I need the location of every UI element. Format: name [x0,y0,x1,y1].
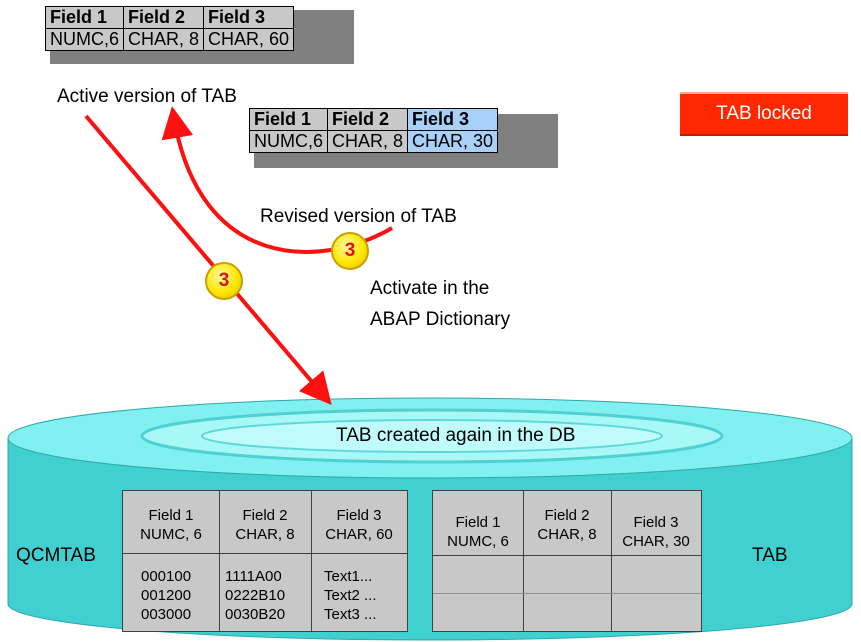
active-field2-type: CHAR, 8 [123,28,205,51]
qcmtab-type2: CHAR, 8 [235,526,295,543]
qcmtab-row2-col3: Text2 ... [324,587,377,604]
active-field1-type: NUMC,6 [44,28,125,51]
activate-line2: ABAP Dictionary [370,309,511,330]
revised-version-table: Field 1 Field 2 Field 3 NUMC,6 CHAR, 8 C… [248,108,499,153]
revised-field2-type: CHAR, 8 [327,130,409,153]
active-field3-type: CHAR, 60 [203,28,295,51]
qcmtab-row1-col3: Text1... [324,568,373,585]
qcmtab-field3: Field 3 [336,507,382,524]
step-badge-3-left: 3 [205,262,243,300]
step-badge-3-right: 3 [331,232,369,270]
revised-field2-header: Field 2 [327,108,409,131]
tab-locked-badge: TAB locked [680,92,848,136]
active-field3-header: Field 3 [203,6,295,29]
qcmtab-row2-col1: 001200 [141,587,192,604]
revised-version-caption: Revised version of TAB [260,206,457,227]
tab-field1: Field 1 [455,514,501,531]
revised-field1-type: NUMC,6 [248,130,329,153]
qcmtab-row3-col3: Text3 ... [324,606,377,623]
tab-type1: NUMC, 6 [447,533,509,550]
qcmtab-table: Field 1 NUMC, 6 Field 2 CHAR, 8 Field 3 … [122,490,408,632]
qcmtab-label: QCMTAB [16,545,96,566]
qcmtab-type1: NUMC, 6 [140,526,202,543]
tab-type3: CHAR, 30 [622,533,690,550]
tab-field2: Field 2 [544,507,590,524]
activate-line1: Activate in the [370,278,490,299]
active-version-caption: Active version of TAB [57,86,237,107]
revised-field3-type: CHAR, 30 [407,130,499,153]
qcmtab-row3-col1: 003000 [141,606,192,623]
qcmtab-row1-col2: 1111A00 [225,568,282,585]
active-field2-header: Field 2 [123,6,205,29]
revised-field1-header: Field 1 [248,108,329,131]
qcmtab-field2: Field 2 [242,507,288,524]
qcmtab-type3: CHAR, 60 [325,526,393,543]
tab-field3: Field 3 [633,514,679,531]
active-field1-header: Field 1 [44,6,125,29]
tab-db-table: Field 1 NUMC, 6 Field 2 CHAR, 8 Field 3 … [432,490,702,632]
qcmtab-row1-col1: 000100 [141,568,192,585]
qcmtab-row2-col2: 0222B10 [225,587,286,604]
tab-type2: CHAR, 8 [537,526,597,543]
db-created-text: TAB created again in the DB [336,425,576,446]
qcmtab-row3-col2: 0030B20 [225,606,286,623]
tab-db-label: TAB [752,545,788,566]
qcmtab-field1: Field 1 [148,507,194,524]
active-version-table: Field 1 Field 2 Field 3 NUMC,6 CHAR, 8 C… [44,6,295,51]
revised-field3-header: Field 3 [407,108,499,131]
